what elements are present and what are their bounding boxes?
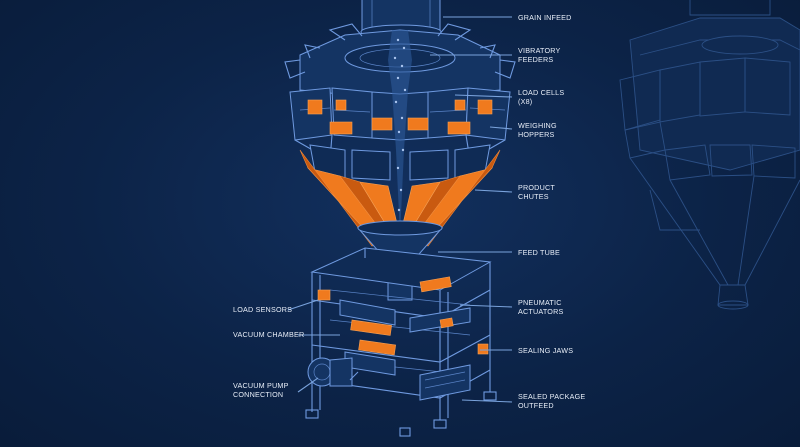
frame-orange-parts	[317, 276, 489, 356]
leader-lines	[287, 16, 513, 403]
label-sealed-package-outfeed: SEALED PACKAGE OUTFEED	[518, 392, 588, 410]
label-load-cells: LOAD CELLS (X8)	[518, 88, 567, 106]
labels-right: GRAIN INFEED VIBRATORY FEEDERS LOAD CELL…	[518, 13, 588, 410]
label-product-chutes: PRODUCT CHUTES	[518, 183, 557, 201]
sealing-jaw-block	[477, 343, 489, 355]
label-load-sensors: LOAD SENSORS	[233, 305, 292, 314]
label-vibratory-feeders: VIBRATORY FEEDERS	[518, 46, 563, 64]
label-feed-tube: FEED TUBE	[518, 248, 560, 257]
label-weighing-hoppers: WEIGHING HOPPERS	[518, 121, 559, 139]
label-sealing-jaws: SEALING JAWS	[518, 346, 573, 355]
label-grain-infeed: GRAIN INFEED	[518, 13, 572, 22]
label-pneumatic-actuators: PNEUMATIC ACTUATORS	[518, 298, 564, 316]
label-vacuum-pump-connection: VACUUM PUMP CONNECTION	[233, 381, 291, 399]
vacuum-chamber-block	[350, 319, 392, 336]
pneumatic-actuator-block	[419, 276, 452, 293]
label-vacuum-chamber: VACUUM CHAMBER	[233, 330, 304, 339]
ghost-machine	[619, 0, 800, 310]
labels-left: LOAD SENSORS VACUUM CHAMBER VACUUM PUMP …	[233, 305, 304, 399]
packaging-frame	[305, 247, 497, 437]
load-sensor-block	[317, 289, 331, 301]
load-cells	[307, 99, 493, 135]
